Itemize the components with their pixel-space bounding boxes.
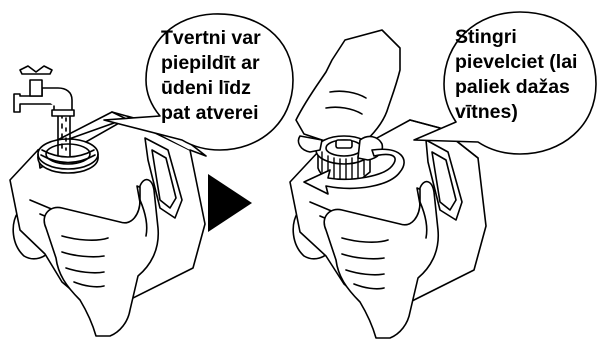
step-arrow-icon (208, 174, 252, 232)
cap-hand (296, 30, 400, 150)
fill-instruction-text: Tvertni var piepildīt ar ūdeni līdz pat … (161, 26, 291, 126)
faucet-icon (14, 66, 74, 116)
tighten-instruction-text: Stingri pievelciet (lai paliek dažas vīt… (455, 25, 595, 125)
